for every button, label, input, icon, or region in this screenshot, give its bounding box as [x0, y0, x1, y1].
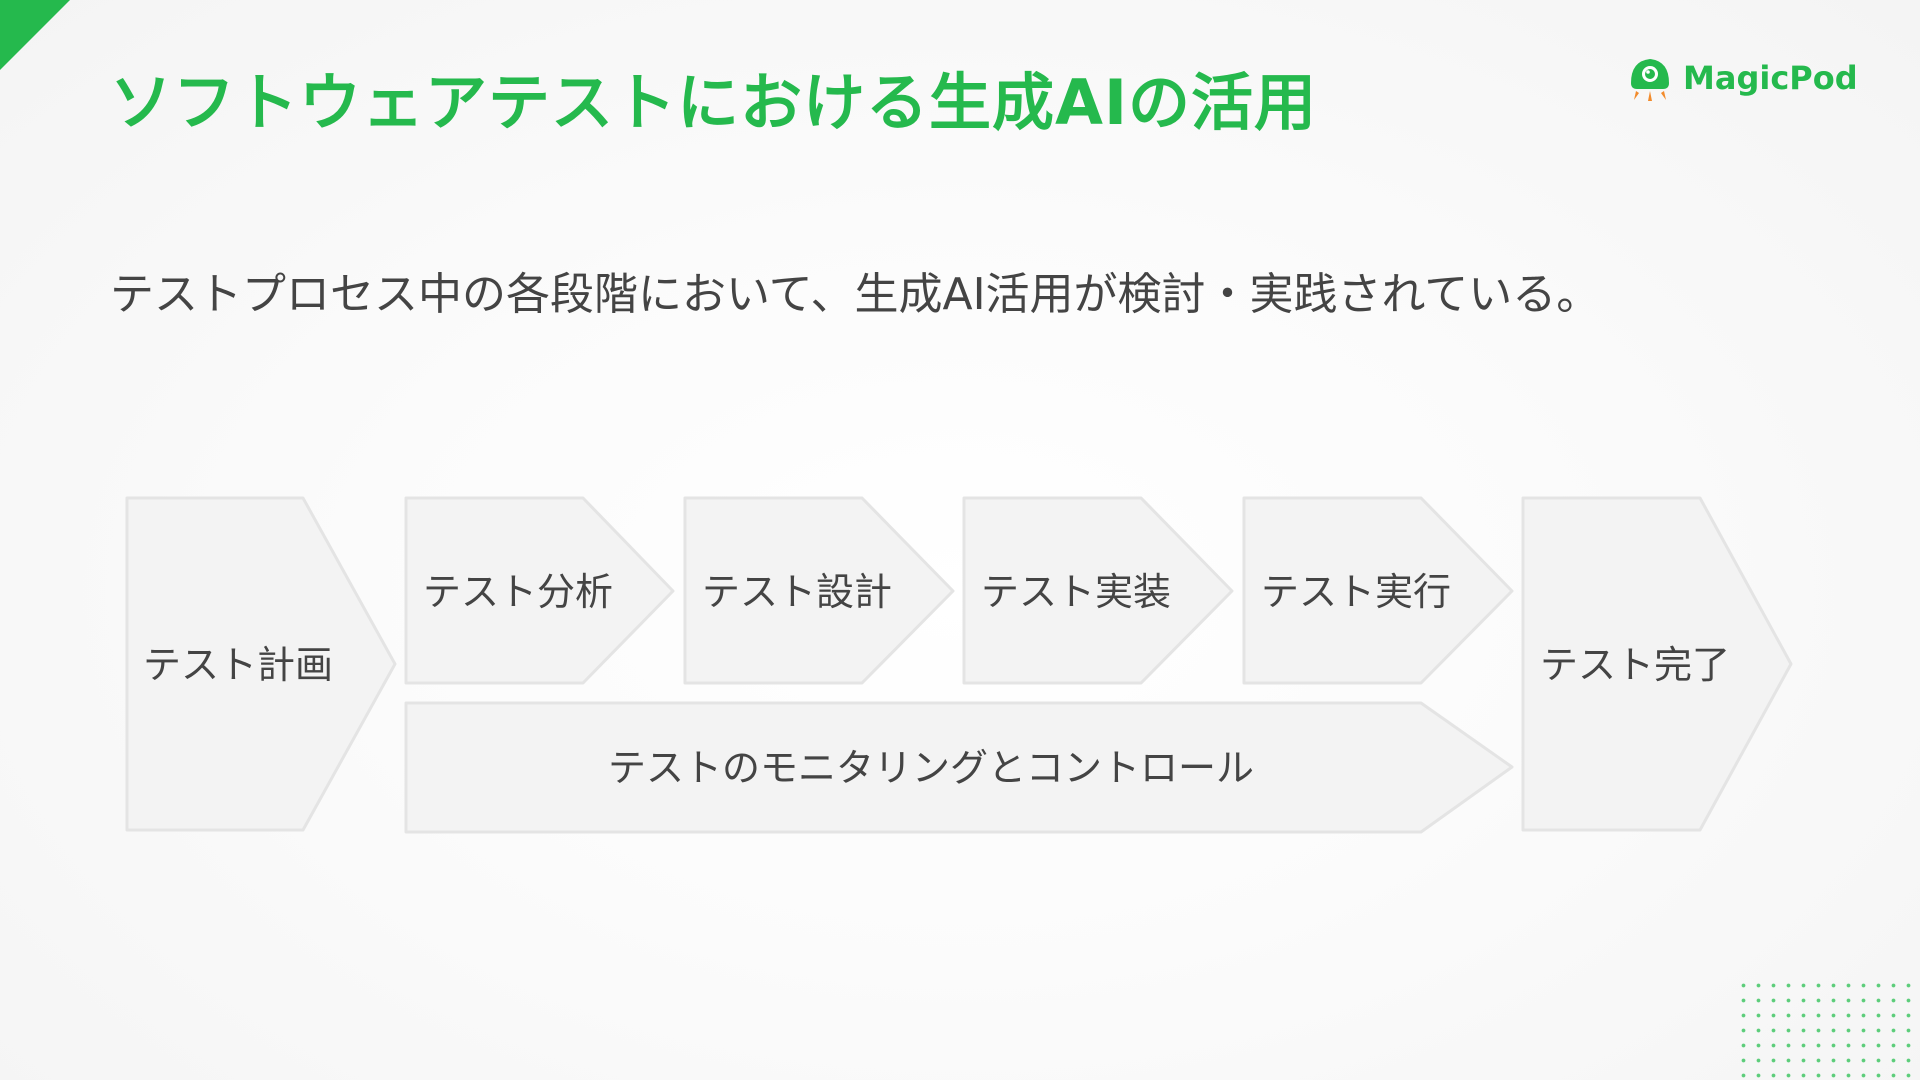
design-label: テスト設計: [702, 570, 892, 614]
execution-label: テスト実行: [1261, 570, 1451, 614]
page-title: ソフトウェアテストにおける生成AIの活用: [110, 66, 1318, 139]
monitoring-shape: [404, 701, 1514, 834]
analysis-shape: [404, 496, 675, 685]
design-shape: [683, 496, 955, 685]
implementation-label: テスト実装: [981, 570, 1171, 614]
completion-shape: [1521, 496, 1793, 832]
corner-accent: [0, 0, 70, 70]
logo-text: MagicPod: [1683, 59, 1858, 97]
rocket-icon: [1631, 59, 1669, 101]
execution-shape: [1242, 496, 1514, 685]
subtitle: テストプロセス中の各段階において、生成AI活用が検討・実践されている。: [110, 269, 1601, 320]
implementation-shape: [962, 496, 1234, 685]
plan-shape: [125, 496, 397, 832]
brand-logo: MagicPod: [1625, 52, 1858, 104]
analysis-label: テスト分析: [423, 570, 613, 614]
monitoring-label: テストのモニタリングとコントロール: [608, 746, 1254, 790]
plan-label: テスト計画: [143, 643, 333, 687]
completion-label: テスト完了: [1540, 643, 1730, 687]
dot-pattern: [1736, 978, 1920, 1080]
